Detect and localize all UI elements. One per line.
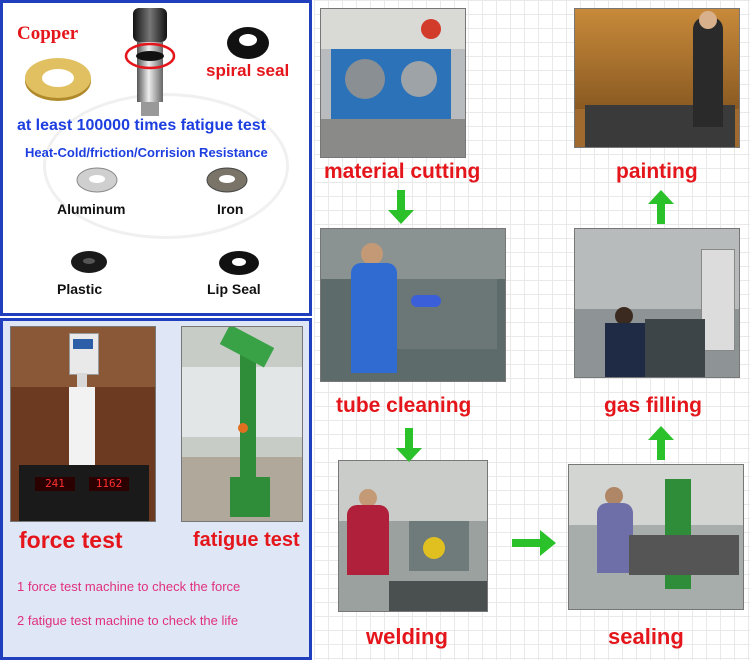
copper-seal-icon	[25, 58, 91, 101]
test-equipment-panel: 241 1162 force test fatigue test 1 force…	[0, 318, 312, 660]
painting-label: painting	[616, 160, 698, 183]
force-display-right: 1162	[89, 477, 129, 491]
tube-cleaning-photo	[320, 228, 506, 382]
gas-filling-label: gas filling	[604, 394, 703, 417]
plastic-label: Plastic	[57, 281, 103, 297]
fatigue-test-label: fatigue test	[193, 529, 300, 551]
arrow-right-icon	[512, 530, 556, 556]
material-cutting-label: material cutting	[324, 160, 481, 183]
fatigue-claim-text: at least 100000 times fatigue test	[17, 117, 267, 134]
fatigue-test-note: 2 fatigue test machine to check the life	[17, 613, 239, 628]
aluminum-seal-icon	[76, 167, 118, 193]
lip-seal-icon	[219, 251, 259, 275]
copper-label: Copper	[17, 23, 79, 44]
welding-photo	[338, 460, 488, 612]
iron-label: Iron	[217, 201, 244, 217]
arrow-up-icon	[648, 426, 674, 460]
plastic-seal-icon	[71, 251, 107, 273]
sealing-photo	[568, 464, 744, 610]
gas-filling-photo	[574, 228, 740, 378]
spiral-seal-icon	[227, 27, 269, 59]
seal-materials-panel: Copper spiral seal at least 100000 times…	[0, 0, 312, 316]
watermark-logo	[43, 93, 289, 239]
resistance-text: Heat-Cold/friction/Corrision Resistance	[25, 145, 268, 160]
production-process-panel: material cutting painting tube cleaning …	[314, 0, 750, 660]
fatigue-test-photo	[181, 326, 303, 522]
sealing-label: sealing	[608, 624, 684, 649]
aluminum-label: Aluminum	[57, 201, 126, 217]
arrow-down-icon	[388, 190, 414, 224]
spiral-seal-label: spiral seal	[206, 61, 290, 80]
force-test-label: force test	[19, 527, 123, 553]
force-test-photo: 241 1162	[10, 326, 156, 522]
force-test-note: 1 force test machine to check the force	[17, 579, 241, 594]
painting-photo	[574, 8, 740, 148]
lip-seal-label: Lip Seal	[207, 281, 261, 297]
tube-cleaning-label: tube cleaning	[336, 394, 472, 417]
welding-label: welding	[366, 624, 448, 649]
gas-spring-rod-icon	[124, 8, 176, 116]
arrow-up-icon	[648, 190, 674, 224]
material-cutting-photo	[320, 8, 466, 158]
iron-seal-icon	[206, 167, 248, 193]
force-display-left: 241	[35, 477, 75, 491]
arrow-down-icon	[396, 428, 422, 462]
